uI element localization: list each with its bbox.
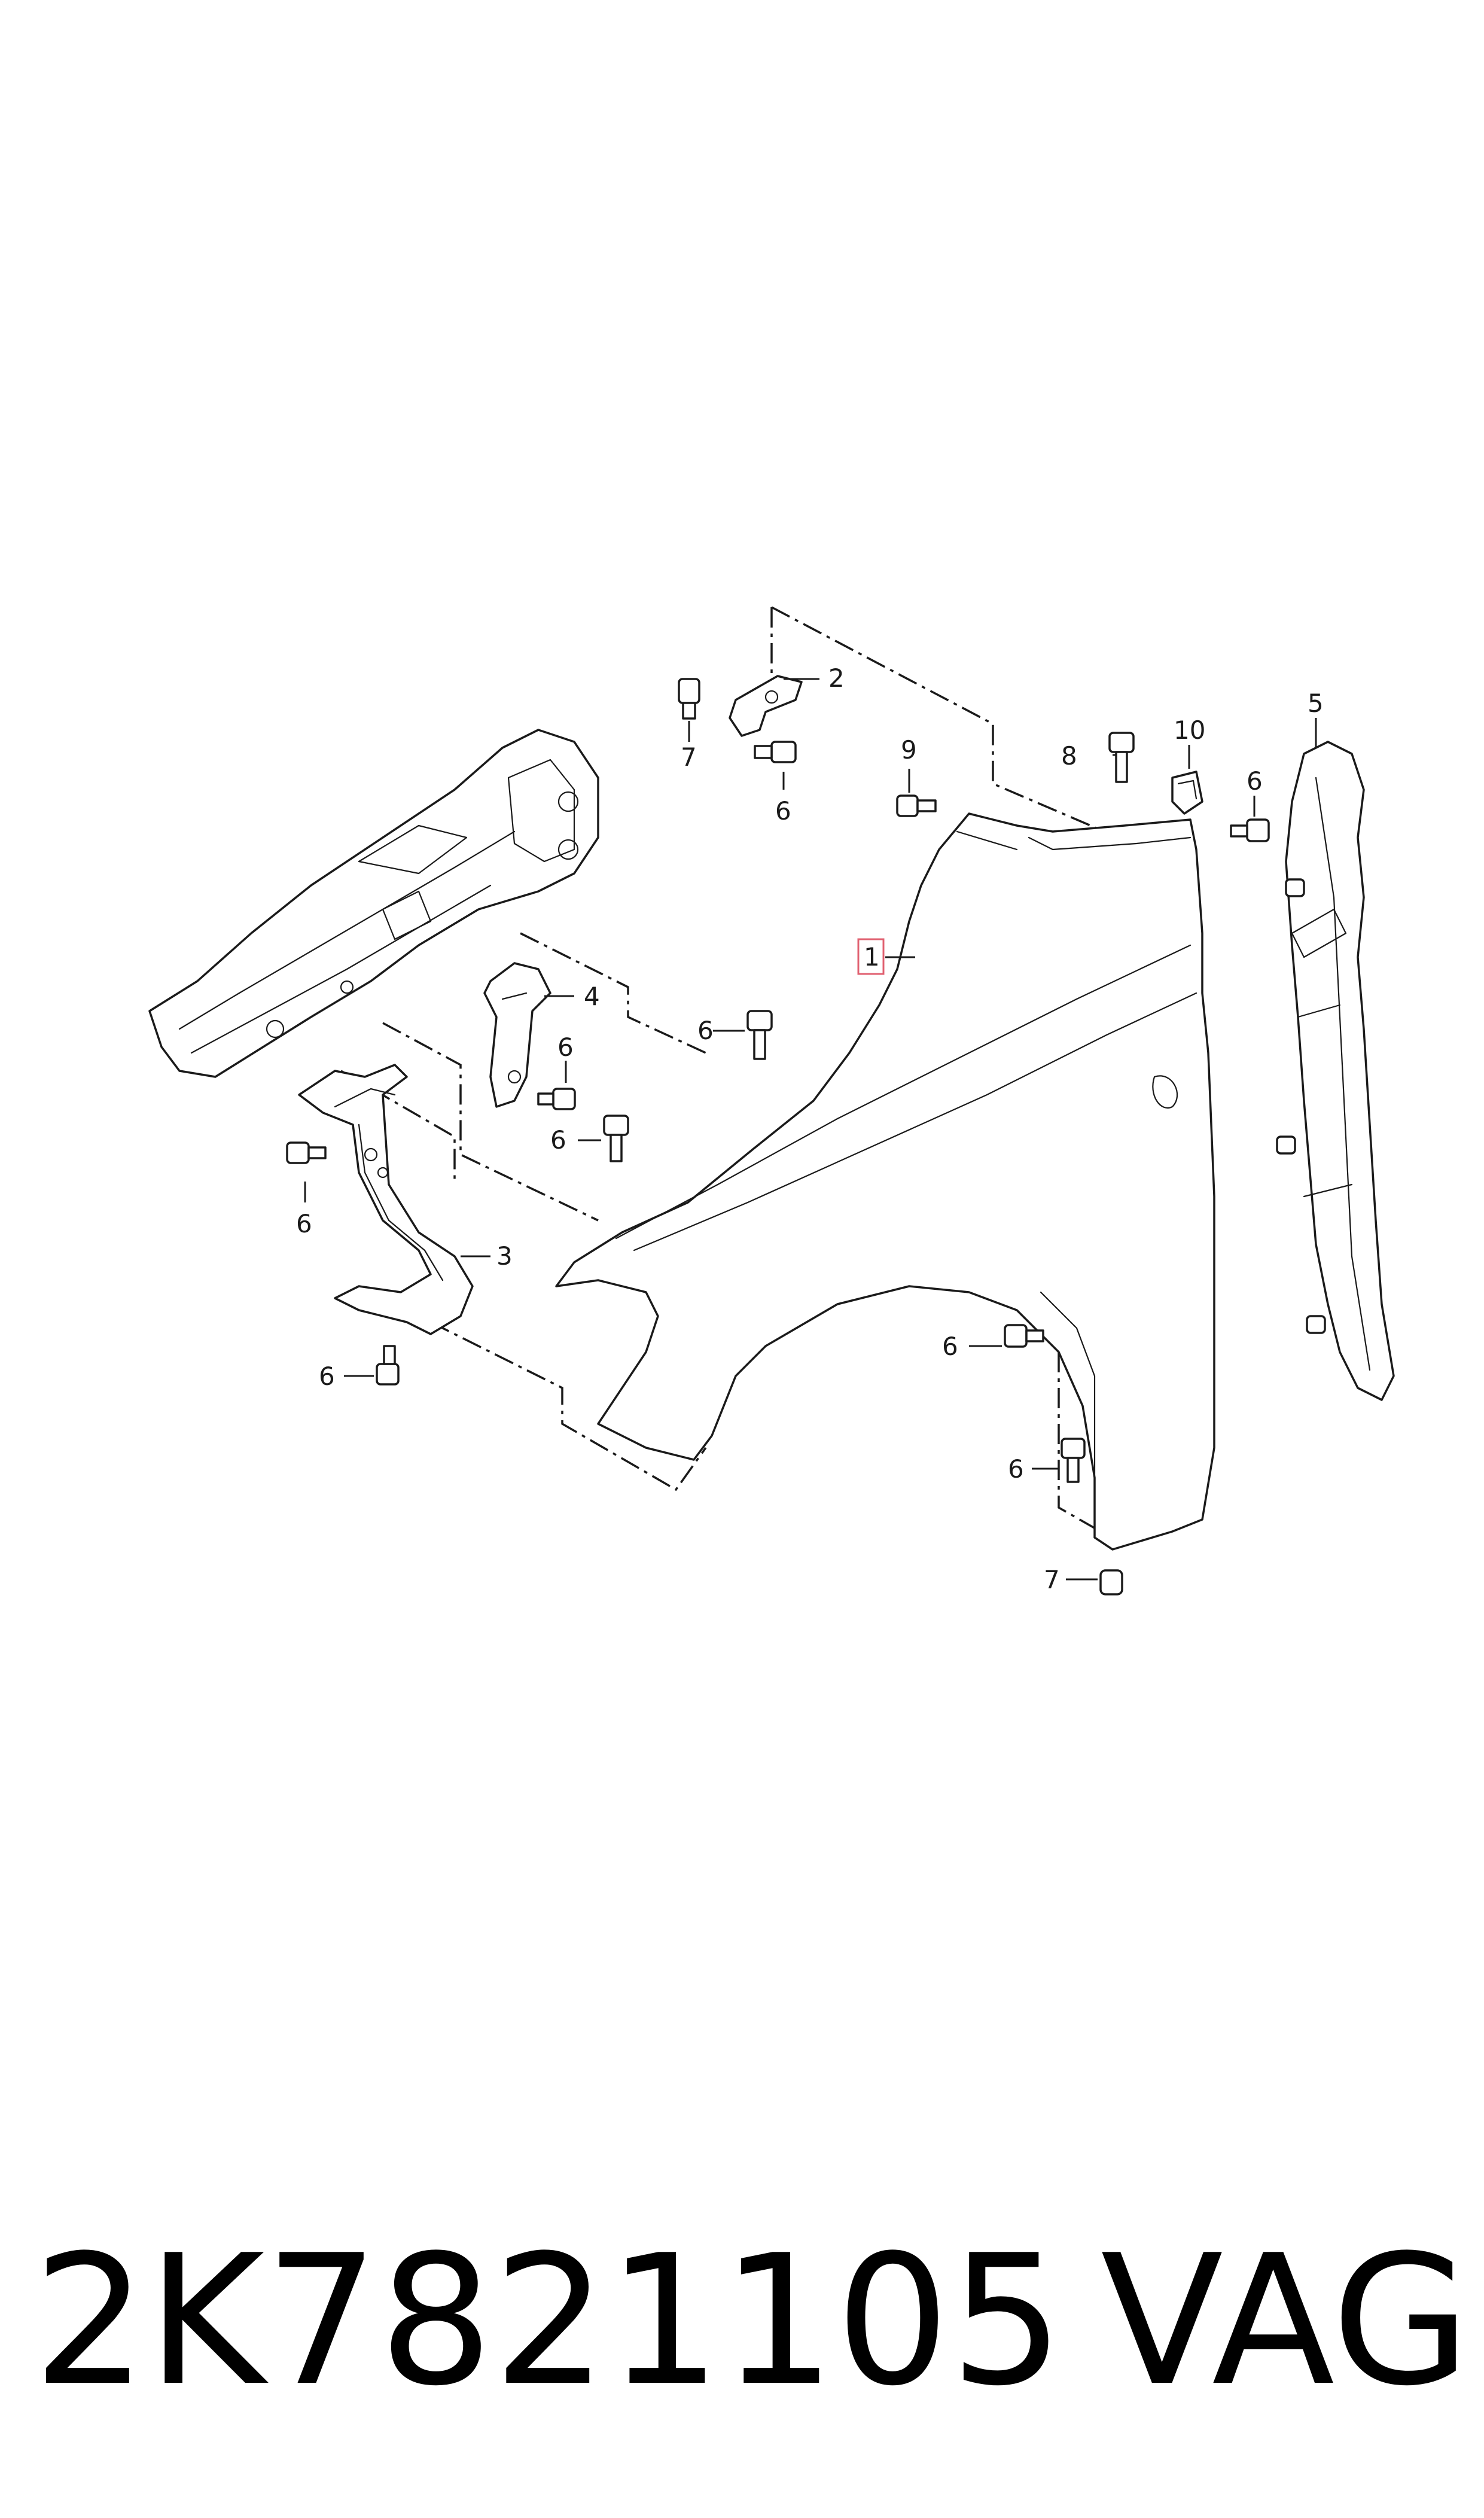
brand-label: VAG: [1101, 2216, 1471, 2425]
support-bracket-3: [298, 1064, 474, 1335]
highlight-box: [857, 938, 885, 975]
bolt-icon: [1285, 878, 1305, 897]
callout-labels: 1 2 3 4 5 6 6 6 6 6 6 6 6 6 6 7 7 8 9 10: [296, 663, 1324, 1594]
bolt-icon: [746, 1010, 773, 1060]
callout-6-bracket-4: 6: [557, 1033, 574, 1062]
callout-6-rail: 6: [296, 1209, 312, 1238]
wheelhouse-rail: [148, 729, 599, 1078]
bolt-icon: [603, 1115, 629, 1162]
callout-6-fender-lower: 6: [1008, 1454, 1024, 1484]
callout-1: 1: [864, 942, 880, 972]
bolt-icon: [1230, 818, 1270, 842]
bolt-icon: [1276, 1135, 1296, 1155]
clip-nut-10: [1171, 771, 1203, 815]
bolt-icon: [537, 1088, 576, 1110]
bolt-icon: [1108, 732, 1135, 783]
callout-9: 9: [901, 735, 917, 765]
callout-7-bracket-2: 7: [681, 742, 697, 772]
bolt-icon: [754, 741, 797, 763]
callout-6-wheel-arch: 6: [942, 1332, 958, 1361]
bolt-icon: [896, 794, 937, 817]
leader-lines: [304, 678, 1317, 1581]
callout-8: 8: [1061, 741, 1077, 771]
callout-6-bracket-4-lower: 6: [550, 1125, 566, 1155]
bolt-icon: [1004, 1324, 1044, 1348]
callout-3: 3: [496, 1241, 513, 1271]
front-fender: [555, 812, 1215, 1551]
callout-4: 4: [584, 982, 600, 1011]
callout-6-bracket-3: 6: [319, 1362, 335, 1391]
callout-6-fender-rear: 6: [1247, 766, 1263, 796]
part-number: 2K7821105: [33, 2216, 1064, 2425]
bracket-2: [729, 675, 803, 737]
bolt-icon: [376, 1345, 400, 1386]
bolt-icon: [1099, 1569, 1123, 1596]
callout-2: 2: [828, 663, 845, 693]
fasteners: [286, 678, 1326, 1596]
bolt-icon: [1306, 1315, 1326, 1334]
callout-7-fender-bottom: 7: [1044, 1565, 1060, 1594]
callout-6-bracket-2: 6: [775, 796, 791, 826]
callout-6-fender-top: 6: [697, 1016, 714, 1045]
bracket-4: [483, 962, 551, 1108]
callout-10: 10: [1174, 715, 1205, 745]
seal-strip-5: [1285, 741, 1395, 1401]
callout-5: 5: [1308, 689, 1324, 718]
bolt-icon: [1061, 1438, 1086, 1483]
bolt-icon: [286, 1141, 327, 1164]
bolt-icon: [678, 678, 700, 720]
